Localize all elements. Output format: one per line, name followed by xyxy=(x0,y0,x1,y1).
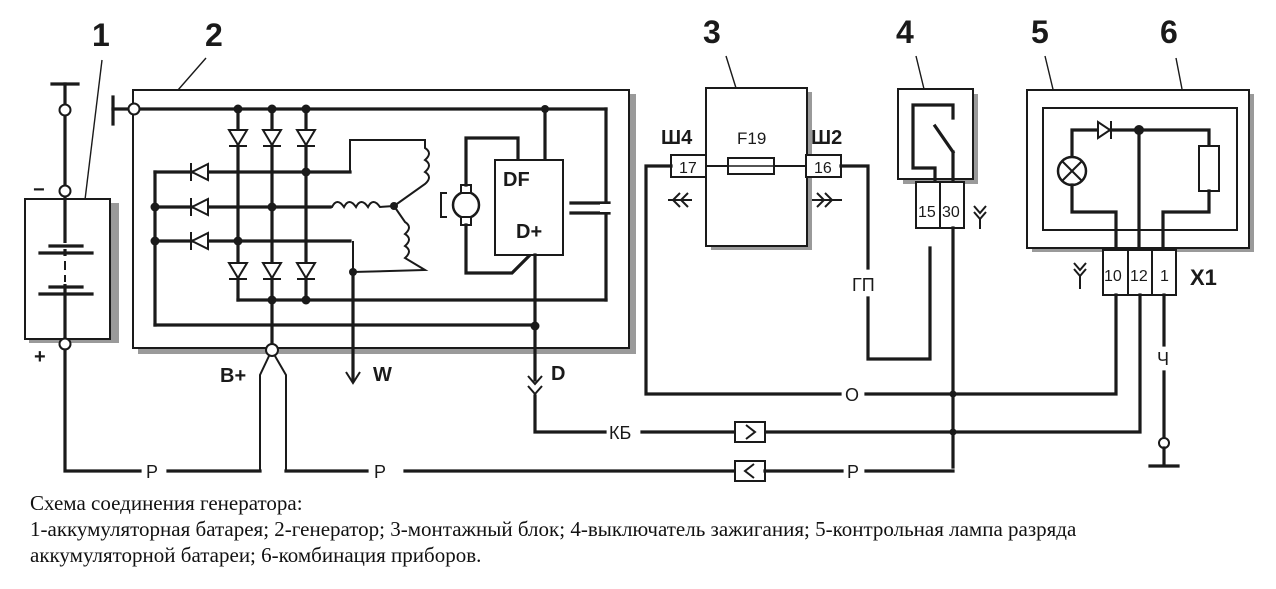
rotor-brush xyxy=(440,136,533,275)
svg-text:1: 1 xyxy=(1160,268,1169,285)
svg-text:10: 10 xyxy=(1104,268,1122,285)
rectifier-bridge xyxy=(150,104,608,347)
connector-sh4-label: Ш4 xyxy=(661,127,693,149)
wire-p3-label: Р xyxy=(847,462,859,482)
battery: − + xyxy=(24,82,119,368)
svg-text:12: 12 xyxy=(1130,268,1148,285)
connector-p xyxy=(734,460,766,482)
label-6: 6 xyxy=(1160,14,1178,50)
terminal-d-label: D xyxy=(551,363,565,385)
battery-plus-label: + xyxy=(34,346,46,368)
caption-line-1: 1-аккумуляторная батарея; 2-генератор; 3… xyxy=(30,517,1077,541)
wire-p1-label: Р xyxy=(146,462,158,482)
svg-text:15: 15 xyxy=(918,204,936,221)
fuse-label: F19 xyxy=(737,129,766,148)
ignition-switch: 15 30 xyxy=(897,88,987,469)
label-2: 2 xyxy=(205,17,223,53)
caption-line-2: аккумуляторной батареи; 6-комбинация при… xyxy=(30,543,482,567)
svg-text:30: 30 xyxy=(942,204,960,221)
pin-30 xyxy=(939,181,965,229)
wire-kb-label: КБ xyxy=(609,423,631,443)
connector-sh2-label: Ш2 xyxy=(811,127,842,149)
figure-caption: Схема соединения генератора: 1-аккумулят… xyxy=(30,490,1270,568)
capacitor xyxy=(569,201,612,215)
generator: W DF D+ B+ xyxy=(111,89,636,471)
label-1: 1 xyxy=(92,17,110,53)
terminal-bplus-label: B+ xyxy=(220,365,246,387)
wire-o-label: О xyxy=(845,385,859,405)
resistor xyxy=(1198,145,1220,192)
connector-x1-label: X1 xyxy=(1190,265,1217,290)
connector-kb xyxy=(734,421,766,443)
svg-text:17: 17 xyxy=(679,160,697,177)
instrument-cluster: 10 12 1 X1 xyxy=(760,89,1254,468)
discharge-lamp-icon xyxy=(1056,155,1088,187)
harness-wires xyxy=(63,348,957,482)
stator-winding xyxy=(330,139,430,276)
wire-ch-label: Ч xyxy=(1157,349,1169,369)
regulator-df-label: DF xyxy=(503,169,530,191)
mounting-block: 17 16 F19 Ш4 Ш2 xyxy=(644,87,932,396)
caption-title: Схема соединения генератора: xyxy=(30,491,303,515)
svg-text:16: 16 xyxy=(814,160,832,177)
voltage-regulator: DF D+ xyxy=(494,159,564,256)
wire-gp-label: ГП xyxy=(852,275,875,295)
wire-p2-label: Р xyxy=(374,462,386,482)
terminal-w-label: W xyxy=(373,364,392,386)
regulator-dplus-label: D+ xyxy=(516,221,542,243)
battery-minus-label: − xyxy=(33,179,45,201)
generator-wiring-diagram: 1 2 3 4 5 6 − + xyxy=(24,14,1254,482)
label-3: 3 xyxy=(703,14,721,50)
label-5: 5 xyxy=(1031,14,1049,50)
label-4: 4 xyxy=(896,14,914,50)
